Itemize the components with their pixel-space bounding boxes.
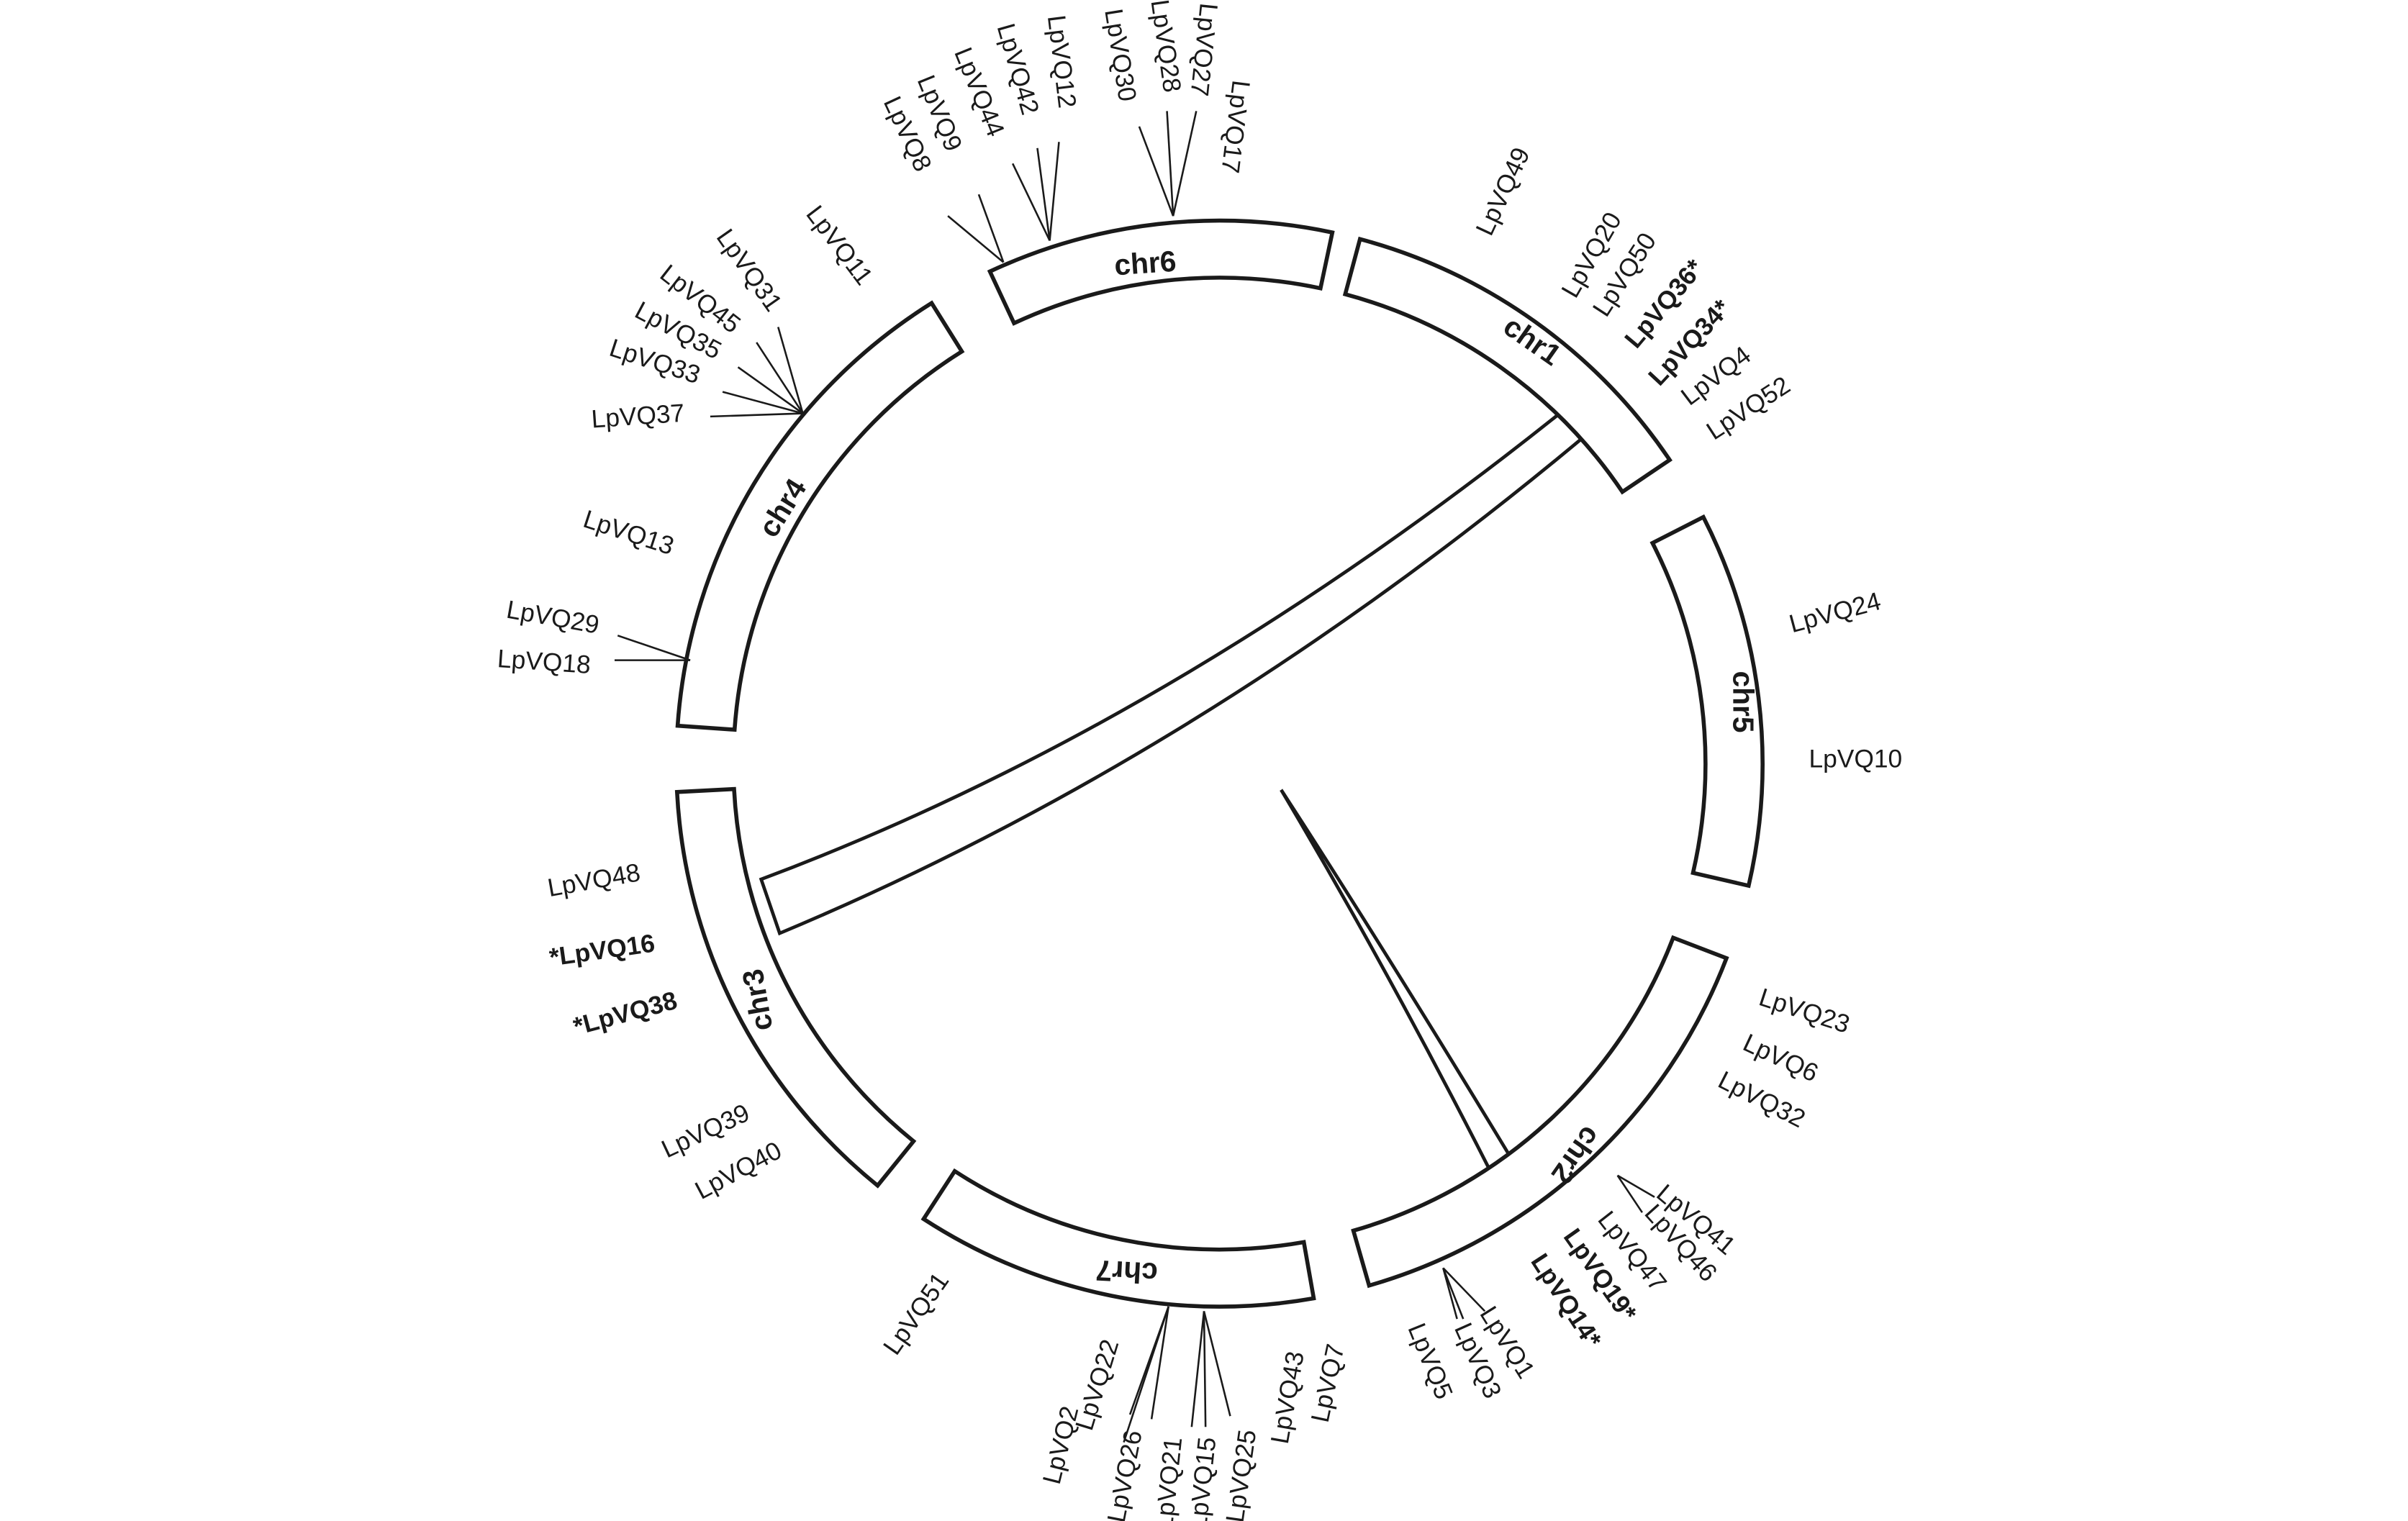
gene-label: LpVQ24: [1786, 587, 1883, 638]
gene-tick-line: [1123, 1306, 1169, 1443]
gene-label: LpVQ26: [1103, 1428, 1148, 1521]
gene-label: LpVQ37: [590, 399, 685, 434]
gene-label: LpVQ11: [800, 201, 878, 291]
gene-label: LpVQ29: [504, 596, 602, 640]
gene-tick-line: [1203, 1311, 1231, 1417]
gene-tick-line: [977, 194, 1005, 263]
chromosome-label-chr6: chr6: [1113, 245, 1177, 282]
gene-tick-line: [1036, 147, 1051, 241]
gene-label: LpVQ25: [1221, 1428, 1262, 1521]
gene-label: LpVQ30: [1099, 6, 1141, 103]
gene-tick-line: [1616, 1174, 1655, 1198]
gene-tick-line: [710, 412, 803, 418]
gene-tick-line: [1150, 1306, 1169, 1420]
gene-tick-line: [756, 342, 804, 414]
gene-label: LpVQ15: [1184, 1436, 1221, 1521]
link-chr1-chr3: [759, 401, 1593, 936]
gene-tick-line: [1442, 1267, 1486, 1312]
gene-label: LpVQ51: [878, 1268, 954, 1361]
gene-label: LpVQ18: [497, 645, 592, 679]
gene-tick-line: [1138, 126, 1174, 217]
gene-label: LpVQ7: [1306, 1342, 1350, 1425]
chromosome-chr2: [1351, 935, 1729, 1289]
chromosome-label-chr5: chr5: [1726, 671, 1760, 733]
gene-label: *LpVQ38: [571, 986, 680, 1041]
gene-tick-lines: [614, 111, 1655, 1443]
gene-tick-line: [1442, 1267, 1465, 1320]
gene-label: LpVQ42: [992, 20, 1044, 117]
gene-tick-line: [1203, 1311, 1207, 1427]
gene-label: LpVQ43: [1266, 1349, 1310, 1446]
gene-tick-line: [1172, 111, 1198, 217]
gene-label: LpVQ27: [1185, 1, 1222, 97]
gene-label: LpVQ48: [546, 858, 643, 902]
link-chr2-chr5: [1280, 789, 1517, 1175]
chromosome-chr7: [920, 1168, 1316, 1309]
gene-label: LpVQ21: [1150, 1436, 1187, 1521]
gene-label: LpVQ23: [1755, 984, 1852, 1039]
chromosome-label-chr7: chr7: [1095, 1254, 1158, 1290]
gene-tick-line: [1442, 1268, 1458, 1320]
gene-tick-line: [1011, 163, 1051, 242]
gene-tick-line: [777, 327, 804, 414]
gene-tick-line: [947, 215, 1005, 263]
chromosome-chr1: [1342, 236, 1673, 495]
chromosome-chr5: [1649, 514, 1765, 889]
gene-tick-line: [617, 635, 691, 661]
gene-tick-line: [1190, 1311, 1205, 1427]
gene-tick-line: [1166, 111, 1174, 217]
gene-label: LpVQ12: [1042, 14, 1082, 110]
gene-label: LpVQ13: [580, 505, 677, 560]
chromosome-chr3: [674, 786, 917, 1189]
gene-tick-line: [722, 391, 803, 414]
gene-tick-line: [1049, 142, 1060, 241]
synteny-links: [759, 401, 1593, 1175]
chromosome-chr6: [987, 218, 1335, 326]
gene-label: LpVQ10: [1809, 745, 1902, 773]
gene-tick-line: [737, 366, 804, 414]
chromosome-chr4: [675, 300, 965, 732]
gene-label: LpVQ49: [1471, 143, 1536, 240]
gene-label: LpVQ28: [1146, 0, 1187, 94]
gene-label: LpVQ2: [1038, 1403, 1084, 1486]
gene-label: LpVQ17: [1216, 78, 1255, 175]
gene-label: *LpVQ16: [548, 930, 656, 972]
gene-tick-line: [1616, 1175, 1643, 1213]
